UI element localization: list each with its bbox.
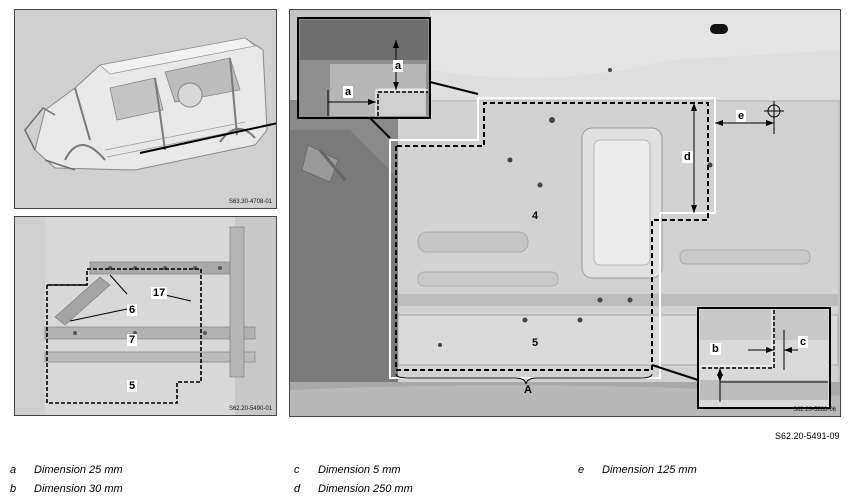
legend-item-d: d Dimension 250 mm: [294, 483, 413, 495]
legend-text-c: Dimension 5 mm: [318, 464, 401, 476]
legend-key-b: b: [10, 483, 17, 495]
label-c: c: [798, 336, 809, 348]
floor-detail-panel: a a d e 4 5 A b c S62.20-5288-06: [289, 9, 841, 417]
legend-item-b: b Dimension 30 mm: [10, 483, 123, 495]
legend-text-b: Dimension 30 mm: [34, 483, 123, 495]
label-5-floor: 5: [127, 380, 138, 392]
label-6: 6: [127, 304, 138, 316]
floor-panel-code: S62.20-5490-01: [228, 406, 272, 412]
label-4: 4: [532, 210, 539, 222]
label-e: e: [736, 110, 747, 122]
main-panel-code: S62.20-5288-06: [792, 407, 836, 413]
floor-detail-illustration: [290, 10, 840, 416]
label-a-main: a: [393, 60, 404, 72]
legend-key-a: a: [10, 464, 17, 476]
label-a-main-secondary: a: [343, 86, 354, 98]
legend-text-d: Dimension 250 mm: [318, 483, 413, 495]
legend-text-a: Dimension 25 mm: [34, 464, 123, 476]
legend-key-c: c: [294, 464, 300, 476]
label-b: b: [710, 343, 721, 355]
legend-key-e: e: [578, 464, 585, 476]
van-panel-code: S63.30-4708-01: [228, 199, 272, 205]
label-7: 7: [127, 334, 138, 346]
legend-item-e: e Dimension 125 mm: [578, 464, 697, 476]
legend-item-a: a Dimension 25 mm: [10, 464, 123, 476]
legend-item-c: c Dimension 5 mm: [294, 464, 401, 476]
label-17: 17: [151, 287, 168, 299]
floor-illustration: [15, 217, 276, 415]
label-5-main: 5: [532, 337, 539, 349]
floor-overview-panel: 6 7 17 5 S62.20-5490-01: [14, 216, 277, 416]
figure-reference: S62.20-5491-09: [775, 431, 840, 441]
label-A: A: [524, 384, 532, 396]
legend-key-d: d: [294, 483, 301, 495]
van-overview-panel: S63.30-4708-01: [14, 9, 277, 209]
label-d: d: [682, 151, 693, 163]
legend-text-e: Dimension 125 mm: [602, 464, 697, 476]
van-illustration: [15, 10, 276, 208]
